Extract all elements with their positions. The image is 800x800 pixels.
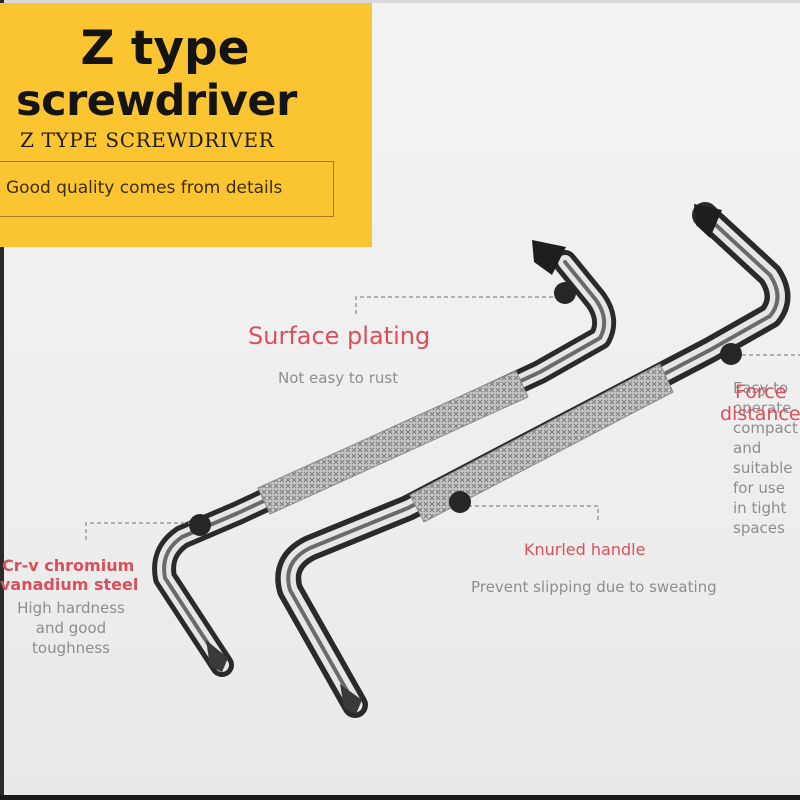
plating-title: Surface plating	[248, 322, 431, 350]
force-title-line2: distance	[720, 403, 800, 425]
handle-marker	[449, 491, 471, 513]
hero-subtitle: Z TYPE SCREWDRIVER	[20, 128, 275, 152]
hero-tagline-box: Good quality comes from details	[0, 161, 334, 217]
callout-markers	[85, 296, 800, 540]
hero-title-line2: screwdriver	[16, 76, 297, 126]
bottom-border	[0, 795, 800, 800]
left-border	[0, 0, 4, 800]
handle-desc: Prevent slipping due to sweating	[471, 578, 717, 596]
steel-marker	[189, 514, 211, 536]
screwdriver-left	[152, 240, 617, 677]
hero-panel: Z type screwdriver Z TYPE SCREWDRIVER Go…	[0, 3, 372, 247]
top-border	[0, 0, 800, 3]
plating-desc: Not easy to rust	[278, 369, 399, 387]
force-title-line1: Force	[735, 381, 787, 403]
force-marker	[720, 343, 742, 365]
hero-title-line1: Z type	[80, 21, 250, 76]
steel-desc: High hardness and good toughness	[17, 599, 125, 657]
screwdriver-right	[275, 202, 791, 718]
plating-marker	[554, 282, 576, 304]
steel-title-line1: Cr-v chromium	[2, 556, 135, 575]
force-desc: Easy to operate compact and suitable for…	[733, 379, 798, 537]
handle-title: Knurled handle	[524, 540, 646, 559]
steel-title-line2: vanadium steel	[0, 575, 139, 594]
hero-tagline: Good quality comes from details	[6, 178, 283, 198]
